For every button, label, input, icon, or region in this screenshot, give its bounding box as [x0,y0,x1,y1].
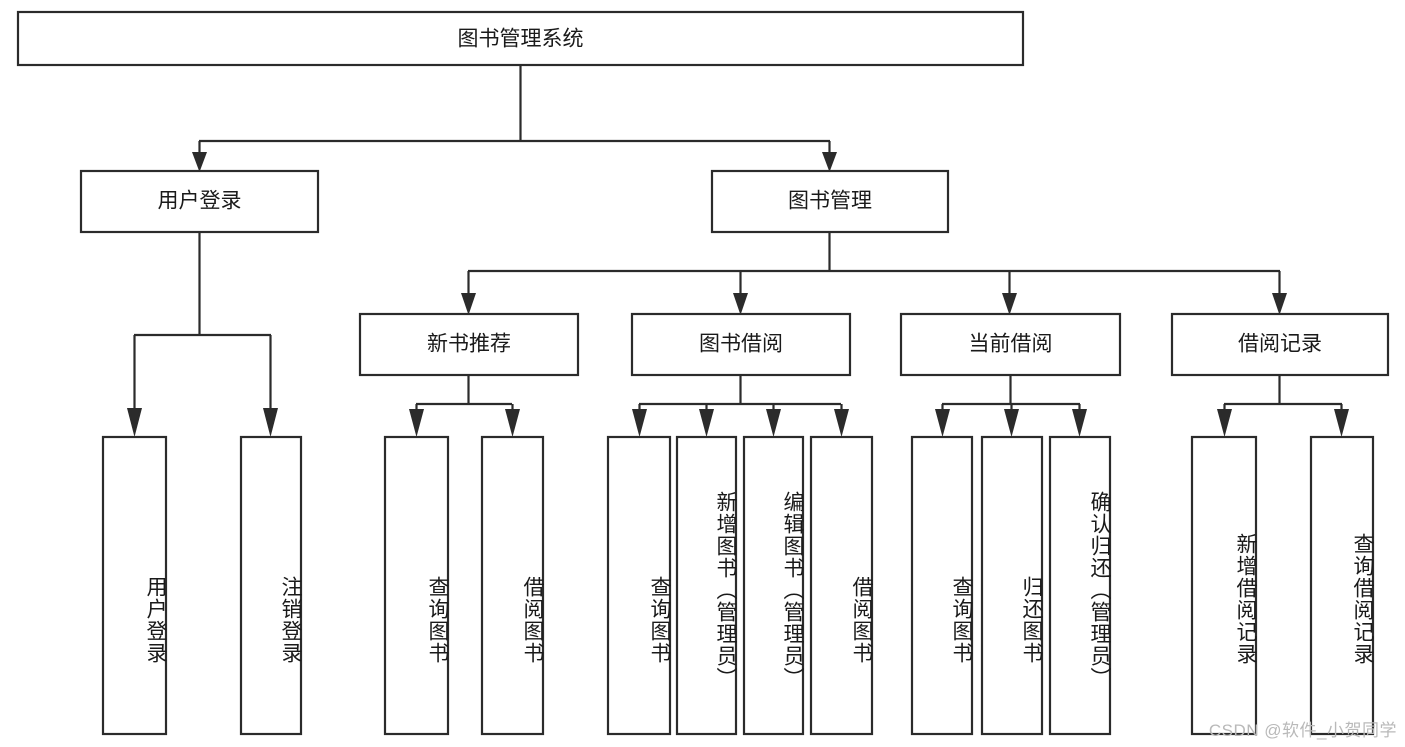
arrow-book-borrow-l1 [632,409,647,437]
arrow-book-manage-c3 [1002,293,1017,315]
arrow-current-borrow-l1 [935,409,950,437]
node-root-label: 图书管理系统 [458,28,584,51]
arrow-book-borrow-l3 [766,409,781,437]
node-current-borrow-label: 当前借阅 [969,333,1053,356]
node-book-manage[interactable] [710,169,950,234]
watermark-text: CSDN @软件_小贺同学 [1208,721,1397,740]
node-leaf-query-book-2[interactable] [606,435,672,736]
arrow-root-to-book-manage [822,152,837,172]
node-borrow-record-label: 借阅记录 [1238,333,1322,356]
arrow-book-manage-c2 [733,293,748,315]
node-leaf-add-record[interactable] [1190,435,1258,736]
node-leaf-user-login[interactable] [101,435,168,736]
node-book-borrow-label: 图书借阅 [699,333,783,356]
arrow-new-book-l2 [505,409,520,437]
arrow-current-borrow-l2 [1004,409,1019,437]
node-user-login-label: 用户登录 [158,190,242,213]
node-new-book-rec[interactable] [358,312,580,377]
arrow-new-book-l1 [409,409,424,437]
node-leaf-return-book[interactable] [980,435,1044,736]
node-book-borrow[interactable] [630,312,852,377]
node-leaf-borrow-book-2[interactable] [809,435,874,736]
node-leaf-query-book-3[interactable] [910,435,974,736]
node-layer: 图书管理系统 用户登录 图书管理 新书推荐 图书借阅 当前借阅 借阅记录 [16,10,1390,736]
node-new-book-rec-label: 新书推荐 [427,333,511,356]
node-leaf-query-record[interactable] [1309,435,1375,736]
arrow-root-to-user-login [192,152,207,172]
arrow-book-manage-c4 [1272,293,1287,315]
node-book-manage-label: 图书管理 [788,190,872,213]
node-root[interactable] [16,10,1025,67]
node-current-borrow[interactable] [899,312,1122,377]
arrow-book-borrow-l2 [699,409,714,437]
arrow-borrow-record-l2 [1334,409,1349,437]
connector-layer [127,65,1349,437]
node-leaf-edit-book[interactable] [742,435,805,736]
node-leaf-borrow-book-1[interactable] [480,435,545,736]
node-user-login[interactable] [79,169,320,234]
arrow-book-borrow-l4 [834,409,849,437]
arrow-borrow-record-l1 [1217,409,1232,437]
node-leaf-logout[interactable] [239,435,303,736]
arrow-user-login-l2 [263,408,278,437]
node-leaf-query-book-1[interactable] [383,435,450,736]
node-borrow-record[interactable] [1170,312,1390,377]
arrow-user-login-l1 [127,408,142,437]
node-leaf-confirm-return[interactable] [1048,435,1112,736]
arrow-current-borrow-l3 [1072,409,1087,437]
node-leaf-add-book[interactable] [675,435,738,736]
arrow-book-manage-c1 [461,293,476,315]
